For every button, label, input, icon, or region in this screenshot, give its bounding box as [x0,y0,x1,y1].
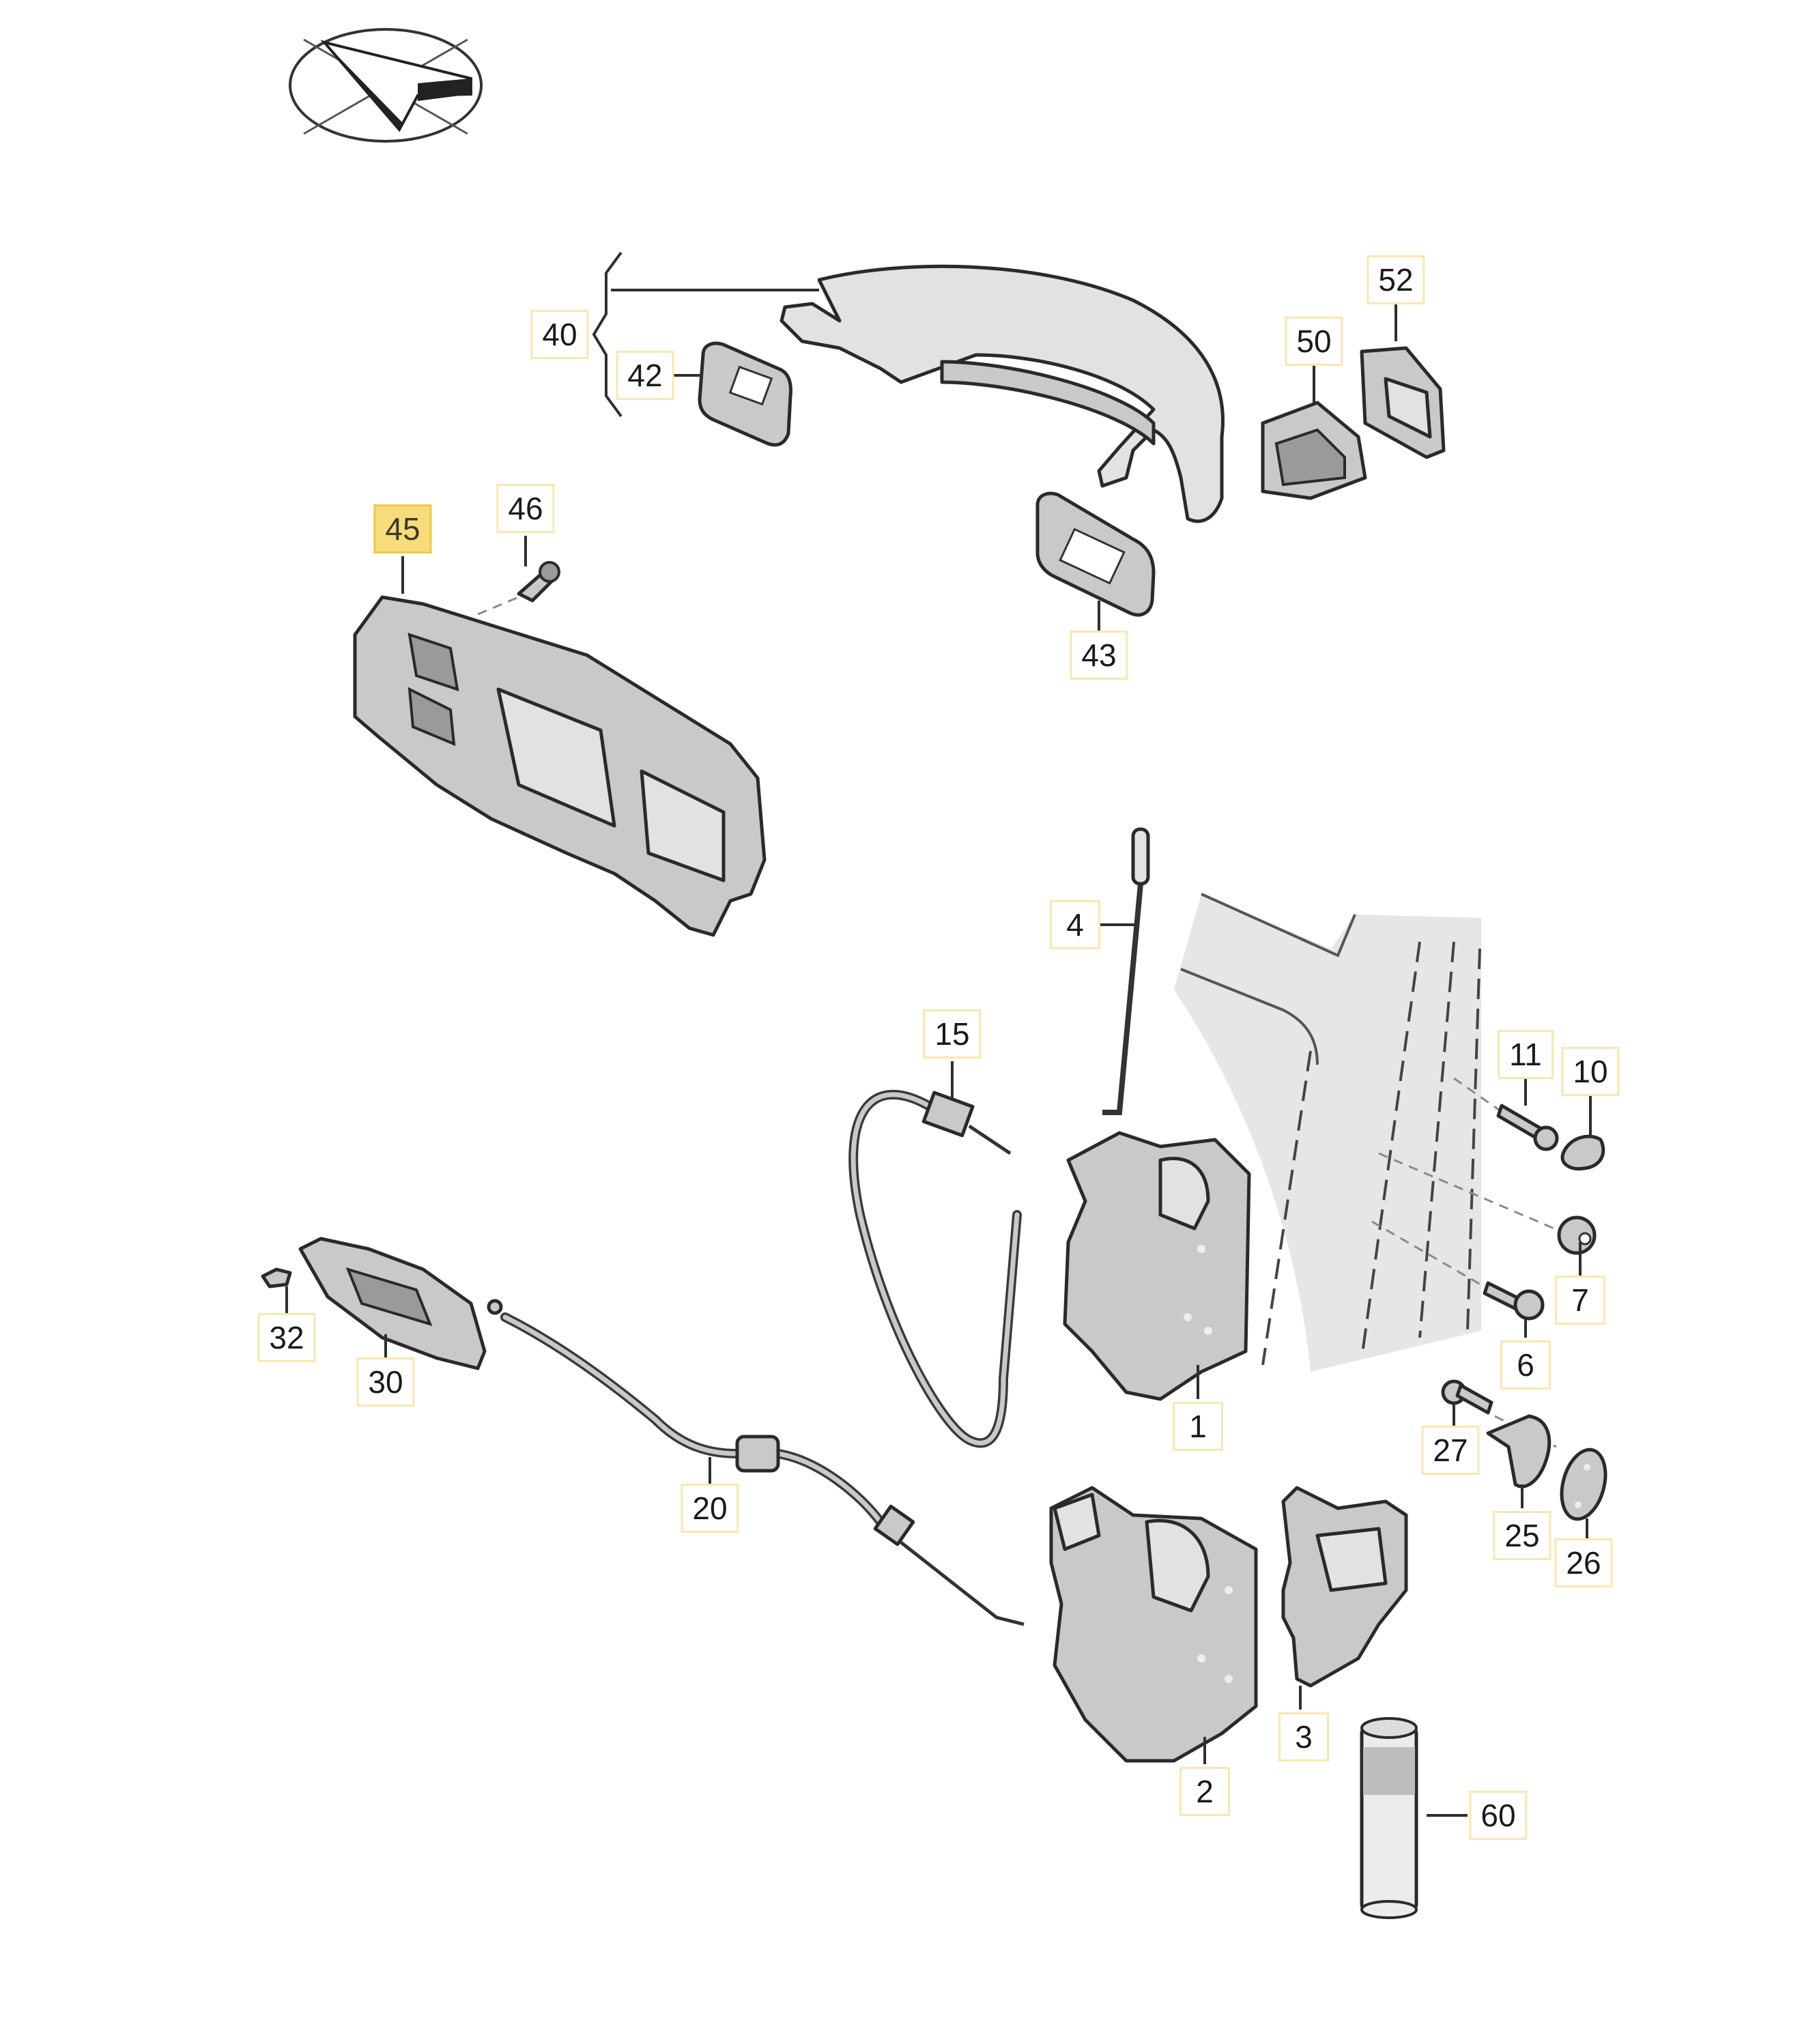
striker-plate [1486,1414,1551,1488]
striker-bolt [1496,1104,1559,1151]
door-panel [1174,893,1481,1372]
handle-gasket-front [698,341,792,447]
inner-door-handle [298,1237,487,1370]
callout-27[interactable]: 27 [1421,1426,1480,1475]
lubricant-spray-can [1360,1717,1418,1919]
callout-15[interactable]: 15 [923,1009,982,1059]
view-orientation-icon [289,28,483,143]
door-lock-actuator-lower [1049,1486,1258,1763]
carrier-screw [517,561,560,603]
callout-50[interactable]: 50 [1285,317,1343,366]
striker-screw [1441,1379,1493,1415]
callout-7[interactable]: 7 [1555,1276,1605,1325]
callout-42[interactable]: 42 [616,351,674,400]
handle-gasket-rear [1035,491,1156,617]
callout-2[interactable]: 2 [1179,1767,1230,1816]
callout-25[interactable]: 25 [1493,1511,1551,1560]
leader-lines [285,251,1592,1817]
bolt-cap [1560,1134,1605,1171]
callout-52[interactable]: 52 [1367,255,1425,304]
striker-shim [1560,1448,1607,1521]
cylinder-cover-cap [1360,346,1446,459]
callout-30[interactable]: 30 [356,1357,415,1407]
bowden-cable-lower [487,1299,1025,1626]
lock-cylinder-housing [1261,401,1367,500]
callout-20[interactable]: 20 [681,1484,739,1533]
callout-32[interactable]: 32 [257,1313,316,1362]
callout-4[interactable]: 4 [1050,900,1100,949]
callout-40[interactable]: 40 [530,310,589,359]
outer-door-handle [780,264,1225,523]
lock-bracket [1281,1486,1408,1688]
bowden-cable-upper [848,1089,1022,1448]
callout-45-highlighted[interactable]: 45 [373,504,432,553]
callout-10[interactable]: 10 [1561,1047,1620,1096]
screw-guide-line [477,596,519,616]
lock-rod [1102,827,1150,1115]
clip [261,1267,292,1289]
callout-43[interactable]: 43 [1070,631,1128,680]
callout-60[interactable]: 60 [1469,1791,1528,1840]
guide-line [1378,1152,1571,1237]
grommet [1557,1215,1597,1255]
callout-26[interactable]: 26 [1554,1538,1613,1587]
callout-1[interactable]: 1 [1173,1402,1223,1451]
callout-11[interactable]: 11 [1498,1030,1554,1079]
door-lock-actuator-upper [1063,1131,1251,1401]
guide-line [1371,1220,1502,1298]
callout-46[interactable]: 46 [496,484,555,533]
lock-screw [1483,1281,1545,1321]
callout-6[interactable]: 6 [1500,1340,1551,1390]
handle-carrier-bracket [353,595,767,937]
callout-3[interactable]: 3 [1278,1712,1329,1761]
